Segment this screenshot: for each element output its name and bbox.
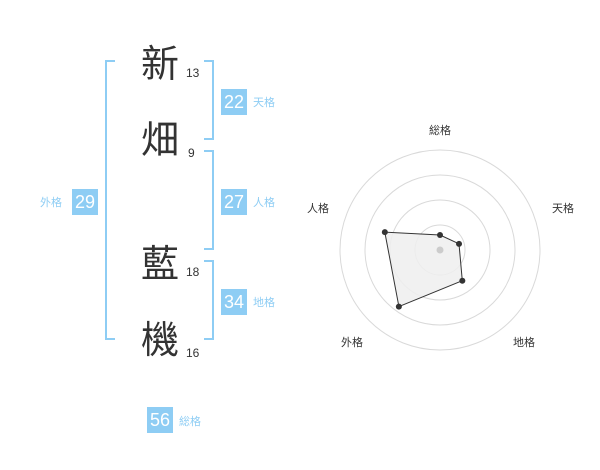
radar-grid: [339, 149, 541, 351]
radar-label-tenkaku: 天格: [552, 201, 574, 215]
soukaku-label: 総格: [179, 415, 201, 428]
radar-label-gaikaku: 外格: [341, 335, 363, 349]
gaikaku-label: 外格: [40, 196, 62, 209]
radar-score-polygon: [384, 231, 463, 308]
chikaku-label: 地格: [253, 296, 275, 309]
radar-grid-ring-2: [364, 174, 516, 326]
tenkaku-value: 22: [221, 89, 247, 115]
stroke-count-3: 18: [186, 265, 200, 279]
chikaku-value: 34: [221, 289, 247, 315]
stroke-count-1: 13: [186, 66, 200, 80]
tenkaku-bracket: [204, 60, 214, 140]
radar-point-5: [381, 229, 388, 236]
radar-points: [381, 229, 466, 310]
radar-label-jinkaku: 人格: [307, 201, 329, 215]
gaikaku-value: 29: [72, 189, 98, 215]
radar-point-3: [459, 277, 466, 284]
chikaku-bracket: [204, 260, 214, 340]
radar-label-chikaku: 地格: [513, 335, 535, 349]
name-char-2: 畑: [140, 118, 179, 162]
name-char-1: 新: [140, 42, 179, 86]
radar-grid-ring-1: [339, 149, 541, 351]
tenkaku-label: 天格: [253, 96, 275, 109]
jinkaku-label: 人格: [253, 196, 275, 209]
stroke-count-4: 16: [186, 346, 200, 360]
radar-center-dot: [436, 246, 444, 254]
radar-point-4: [395, 303, 402, 310]
radar-label-soukaku: 総格: [429, 123, 451, 137]
radar-point-1: [437, 232, 443, 238]
soukaku-value: 56: [147, 407, 173, 433]
radar-point-2: [456, 240, 463, 247]
gaikaku-bracket: [105, 60, 115, 340]
jinkaku-value: 27: [221, 189, 247, 215]
name-char-3: 藍: [140, 242, 179, 286]
name-char-4: 機: [140, 318, 179, 362]
jinkaku-bracket: [204, 150, 214, 250]
stroke-count-2: 9: [188, 146, 195, 160]
